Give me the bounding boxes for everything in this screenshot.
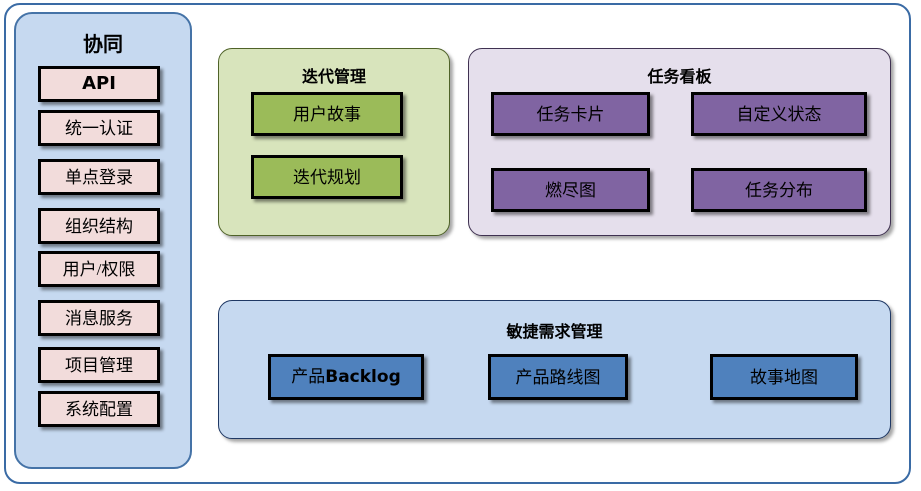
agile-item-product-backlog[interactable]: 产品Backlog — [268, 354, 424, 400]
collab-item-api[interactable]: API — [38, 66, 160, 102]
panel-agile-requirements-title: 敏捷需求管理 — [506, 322, 603, 341]
collab-item-sso[interactable]: 单点登录 — [38, 159, 160, 195]
taskboard-item-task-distribution[interactable]: 任务分布 — [691, 168, 867, 212]
panel-iteration-management[interactable]: 迭代管理 — [218, 48, 450, 236]
taskboard-item-burndown-chart[interactable]: 燃尽图 — [491, 168, 650, 212]
collab-item-user-permission[interactable]: 用户/权限 — [38, 251, 160, 287]
collab-item-unified-auth[interactable]: 统一认证 — [38, 110, 160, 146]
agile-item-product-backlog-bold: Backlog — [325, 367, 401, 387]
collab-item-message-service[interactable]: 消息服务 — [38, 300, 160, 336]
collab-item-system-config[interactable]: 系统配置 — [38, 391, 160, 427]
agile-item-product-backlog-label: 产品Backlog — [291, 368, 401, 386]
taskboard-item-custom-status[interactable]: 自定义状态 — [691, 92, 867, 136]
panel-task-board-title: 任务看板 — [647, 67, 712, 86]
collab-item-project-management[interactable]: 项目管理 — [38, 347, 160, 383]
agile-item-product-backlog-prefix: 产品 — [291, 367, 326, 386]
panel-collaboration-title: 协同 — [83, 32, 123, 56]
iteration-item-user-story[interactable]: 用户故事 — [251, 92, 403, 136]
agile-item-story-map[interactable]: 故事地图 — [710, 354, 858, 400]
taskboard-item-task-card[interactable]: 任务卡片 — [491, 92, 650, 136]
collab-item-org-structure[interactable]: 组织结构 — [38, 208, 160, 244]
panel-iteration-management-title: 迭代管理 — [301, 67, 366, 86]
iteration-item-iteration-planning[interactable]: 迭代规划 — [251, 155, 403, 199]
agile-item-product-roadmap[interactable]: 产品路线图 — [488, 354, 628, 400]
